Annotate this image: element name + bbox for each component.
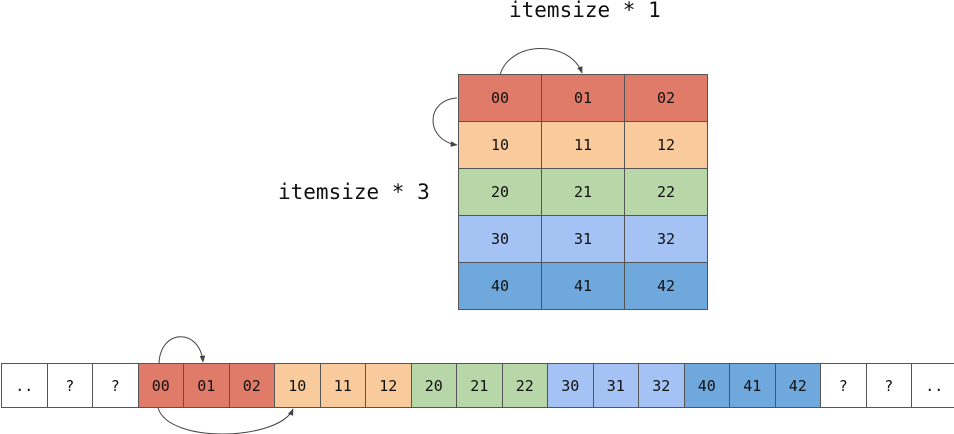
grid-row-stride-arrow: [499, 48, 583, 76]
strip-cell: ?: [92, 363, 139, 408]
grid-cell: 30: [458, 215, 542, 263]
grid-cell: 41: [541, 262, 625, 310]
grid-cell: 40: [458, 262, 542, 310]
row-stride-label: itemsize * 1: [509, 0, 661, 22]
strip-cell: 32: [638, 363, 685, 408]
strip-cell: 42: [774, 363, 821, 408]
strip-cell: 11: [319, 363, 366, 408]
grid-cell: 31: [541, 215, 625, 263]
strip-cell: 22: [501, 363, 548, 408]
grid-cell: 21: [541, 168, 625, 216]
strip-cell: 31: [592, 363, 639, 408]
grid-cell: 01: [541, 74, 625, 122]
strip-cell: 01: [183, 363, 230, 408]
grid-column-stride-arrow: [432, 97, 458, 147]
strip-cell: 12: [365, 363, 412, 408]
strip-cell: ..: [911, 363, 954, 408]
strip-cell: 00: [137, 363, 184, 408]
grid-cell: 12: [624, 121, 708, 169]
grid-cell: 02: [624, 74, 708, 122]
strip-cell: 20: [410, 363, 457, 408]
grid-cell: 10: [458, 121, 542, 169]
strip-cell: ?: [820, 363, 867, 408]
strip-cell: ..: [1, 363, 48, 408]
strip-row-stride-arrow: [157, 407, 294, 434]
strip-item-stride-arrow: [158, 336, 206, 365]
grid-cell: 22: [624, 168, 708, 216]
column-stride-label: itemsize * 3: [278, 180, 430, 204]
strip-cell: 02: [228, 363, 275, 408]
grid-cell: 42: [624, 262, 708, 310]
strip-cell: 10: [274, 363, 321, 408]
grid-cell: 32: [624, 215, 708, 263]
